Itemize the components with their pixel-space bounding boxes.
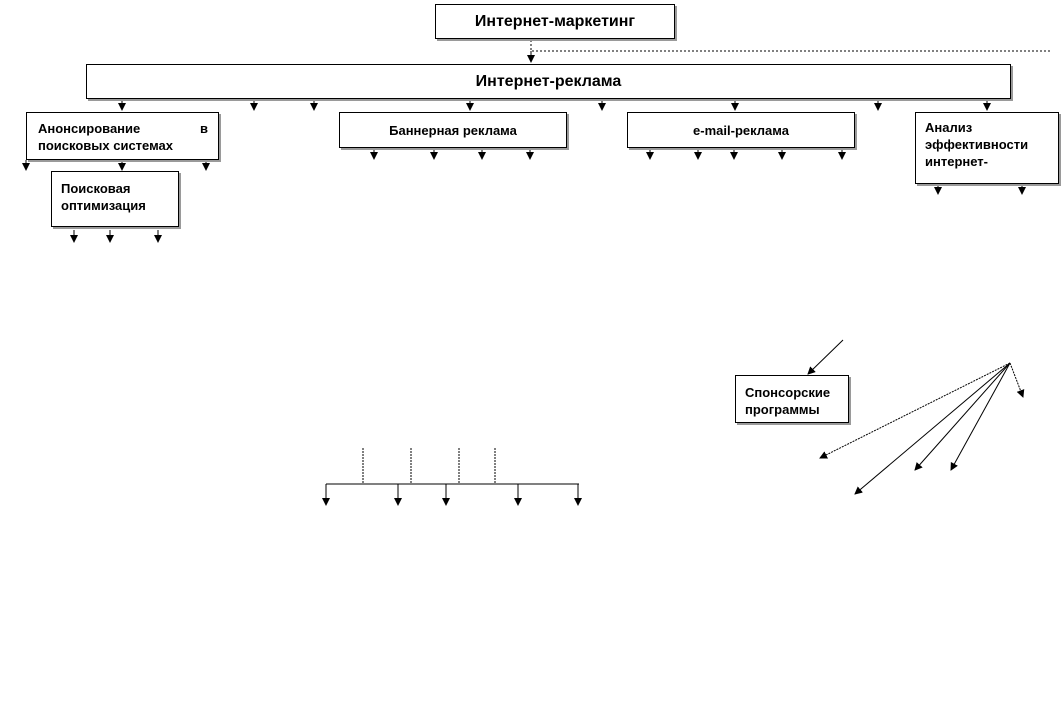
- poisk-out-arrows: [70, 230, 162, 243]
- banner-box: Баннерная реклама: [339, 112, 567, 148]
- anons-line-1: Анонсирование в: [38, 120, 208, 137]
- internet-reklama-label: Интернет-реклама: [475, 73, 622, 90]
- anons-line-2: поисковых системах: [38, 138, 174, 153]
- analiz-line-1: Анализ: [925, 120, 973, 135]
- fan-out-arrows: [819, 362, 1025, 495]
- email-box: e-mail-реклама: [627, 112, 855, 148]
- analiz-box: Анализ эффективности интернет-: [915, 112, 1059, 184]
- banner-out-arrows: [370, 148, 534, 160]
- internet-reklama-box: Интернет-реклама: [86, 64, 1011, 99]
- banner-label: Баннерная реклама: [389, 122, 517, 138]
- poisk-optimizatsiya-box: Поисковая оптимизация: [51, 171, 179, 227]
- email-out-arrows: [646, 148, 846, 160]
- sponsor-in-arrow: [807, 339, 844, 375]
- analiz-line-2: эффективности: [925, 137, 1029, 152]
- sponsor-line-2: программы: [745, 402, 820, 417]
- internet-marketing-label: Интернет-маркетинг: [474, 13, 636, 30]
- sponsor-box: Спонсорские программы: [735, 375, 849, 423]
- anons-line-1-left: Анонсирование: [38, 121, 141, 136]
- bottom-bracket-connector: [322, 448, 582, 506]
- sponsor-line-1: Спонсорские: [745, 385, 831, 400]
- dashed-link-connector: [530, 40, 1050, 52]
- anons-out-arrows: [22, 160, 210, 171]
- anons-box: Анонсирование в поисковых системах: [26, 112, 219, 160]
- internet-marketing-box: Интернет-маркетинг: [435, 4, 675, 39]
- poisk-line-2: оптимизация: [61, 198, 146, 213]
- email-label: e-mail-реклама: [693, 122, 789, 138]
- analiz-line-3: интернет-: [925, 154, 988, 169]
- poisk-line-1: Поисковая: [61, 181, 131, 196]
- reklama-out-arrows: [118, 99, 991, 111]
- analiz-out-arrows: [934, 184, 1026, 195]
- anons-line-1-right: в: [200, 121, 208, 136]
